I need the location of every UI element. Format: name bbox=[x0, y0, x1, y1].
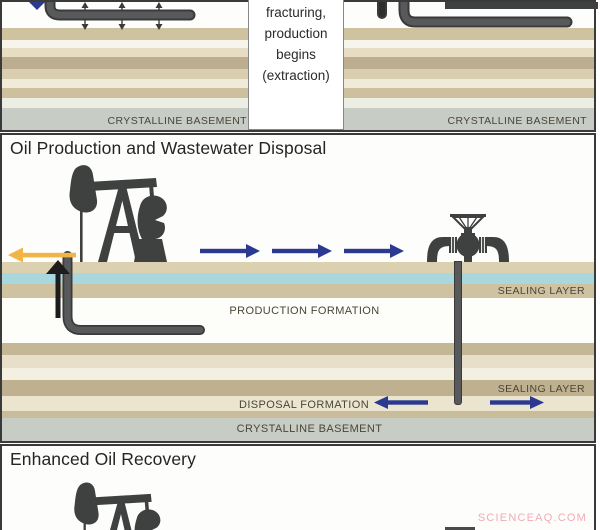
injection-spread-right-arrow bbox=[490, 396, 544, 409]
oil-up-arrow bbox=[46, 260, 70, 318]
basement-label-right: CRYSTALLINE BASEMENT bbox=[447, 115, 587, 127]
basement-label-left: CRYSTALLINE BASEMENT bbox=[107, 115, 247, 127]
panel-title: Oil Production and Wastewater Disposal bbox=[10, 138, 327, 158]
panel-title: Enhanced Oil Recovery bbox=[10, 449, 196, 469]
pumpjack-icon bbox=[74, 482, 161, 530]
stratum-band bbox=[2, 262, 594, 273]
sealing-layer-label-upper: SEALING LAYER bbox=[497, 285, 585, 297]
disposal-formation-label: DISPOSAL FORMATION bbox=[239, 399, 370, 411]
wastewater-flow-arrows bbox=[200, 244, 404, 258]
wellhead-valve-icon bbox=[427, 214, 509, 262]
storage-tank-top bbox=[445, 527, 475, 530]
note-line: begins bbox=[276, 47, 316, 62]
frac-down-arrow-icon bbox=[29, 2, 45, 10]
stratum-band bbox=[2, 411, 594, 418]
note-line: (extraction) bbox=[262, 68, 330, 83]
disposal-formation-band bbox=[2, 396, 594, 411]
production-well-pipe bbox=[62, 251, 205, 335]
production-formation-label: PRODUCTION FORMATION bbox=[229, 305, 380, 317]
stratum-band bbox=[2, 343, 594, 355]
note-line: production bbox=[264, 26, 328, 41]
sealing-band-lower bbox=[2, 380, 594, 396]
oil-out-arrow bbox=[8, 247, 76, 263]
basement-label-middle: CRYSTALLINE BASEMENT bbox=[236, 423, 383, 435]
sealing-band-upper bbox=[2, 284, 594, 298]
aquifer-band bbox=[2, 273, 594, 284]
note-line: fracturing, bbox=[265, 5, 327, 20]
frac-well-pipe-left bbox=[29, 2, 196, 30]
disposal-well-pipe bbox=[454, 261, 462, 405]
sealing-layer-label-lower: SEALING LAYER bbox=[497, 383, 585, 395]
injection-spread-left-arrow bbox=[374, 396, 428, 409]
frac-well-pipe-right bbox=[377, 2, 598, 28]
fracture-arrowheads bbox=[81, 2, 163, 30]
pumpjack-icon bbox=[69, 165, 167, 262]
stratum-band bbox=[2, 355, 594, 368]
panel-production-disposal: Oil Production and Wastewater Disposal S… bbox=[0, 133, 596, 443]
step-note-box: fracturing, production begins (extractio… bbox=[248, 0, 344, 130]
production-formation-band bbox=[2, 298, 594, 343]
watermark: SCIENCEAQ.COM bbox=[477, 512, 587, 524]
stratum-band bbox=[2, 368, 594, 380]
stratum-basement bbox=[2, 418, 594, 441]
surface-structure bbox=[445, 2, 598, 9]
panel-enhanced-oil-recovery: Enhanced Oil Recovery bbox=[0, 444, 596, 530]
